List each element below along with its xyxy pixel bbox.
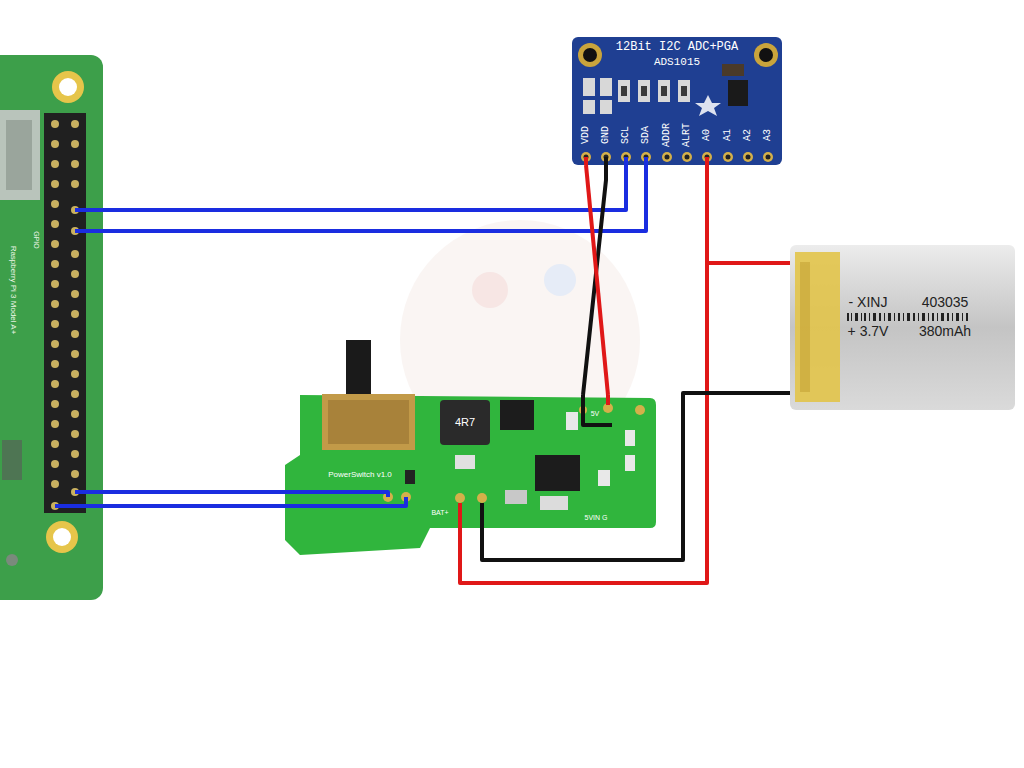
wire xyxy=(583,165,606,395)
battery-label: 403035 xyxy=(922,295,969,309)
pad-label: BAT+ xyxy=(431,509,448,516)
wire xyxy=(103,490,300,494)
wire xyxy=(103,504,300,508)
pin-label: A3 xyxy=(763,129,773,141)
chip-name: ADS1015 xyxy=(654,57,700,68)
pin-label: ADDR xyxy=(662,123,672,147)
raspberry-pi-board: Raspberry Pi 3 Model A+ GPIO xyxy=(0,55,103,600)
wire xyxy=(586,165,608,395)
power-switch-board: PowerSwitch v1.0 4R7 5V BAT+ 5VIN G xyxy=(300,395,656,528)
pin-label: GND xyxy=(601,126,611,144)
pin-label: A1 xyxy=(723,129,733,141)
battery-label: 380mAh xyxy=(919,324,971,338)
pin-label: SDA xyxy=(641,126,651,144)
wire xyxy=(103,165,626,210)
board-title: 12Bit I2C ADC+PGA xyxy=(616,41,738,53)
wire xyxy=(460,263,790,583)
wire-stubs xyxy=(55,157,707,528)
ads1015-board xyxy=(572,37,782,165)
pin-label: SCL xyxy=(621,126,631,144)
wire xyxy=(707,165,790,263)
battery-label: - XINJ xyxy=(849,295,888,309)
pin-label: VDD xyxy=(581,126,591,144)
lipo-battery: - XINJ 403035 + 3.7V 380mAh xyxy=(790,245,1015,410)
pin-label: A0 xyxy=(702,129,712,141)
wire xyxy=(103,165,646,231)
pin-label: A2 xyxy=(743,129,753,141)
pad-label: 5V xyxy=(591,410,600,417)
board-name: PowerSwitch v1.0 xyxy=(328,471,392,479)
raspberry-pi xyxy=(0,55,103,600)
board-model-label: Raspberry Pi 3 Model A+ xyxy=(9,246,17,335)
pin-label: ALRT xyxy=(682,123,692,147)
inductor-marking: 4R7 xyxy=(455,417,475,428)
lipo-battery xyxy=(790,245,1015,410)
battery-label: + 3.7V xyxy=(848,324,889,338)
header-label: GPIO xyxy=(33,231,40,249)
power-switch-board xyxy=(285,340,656,555)
wire xyxy=(482,393,790,560)
pad-label: 5VIN G xyxy=(585,514,608,521)
adc-board: 12Bit I2C ADC+PGA ADS1015 xyxy=(572,37,782,165)
